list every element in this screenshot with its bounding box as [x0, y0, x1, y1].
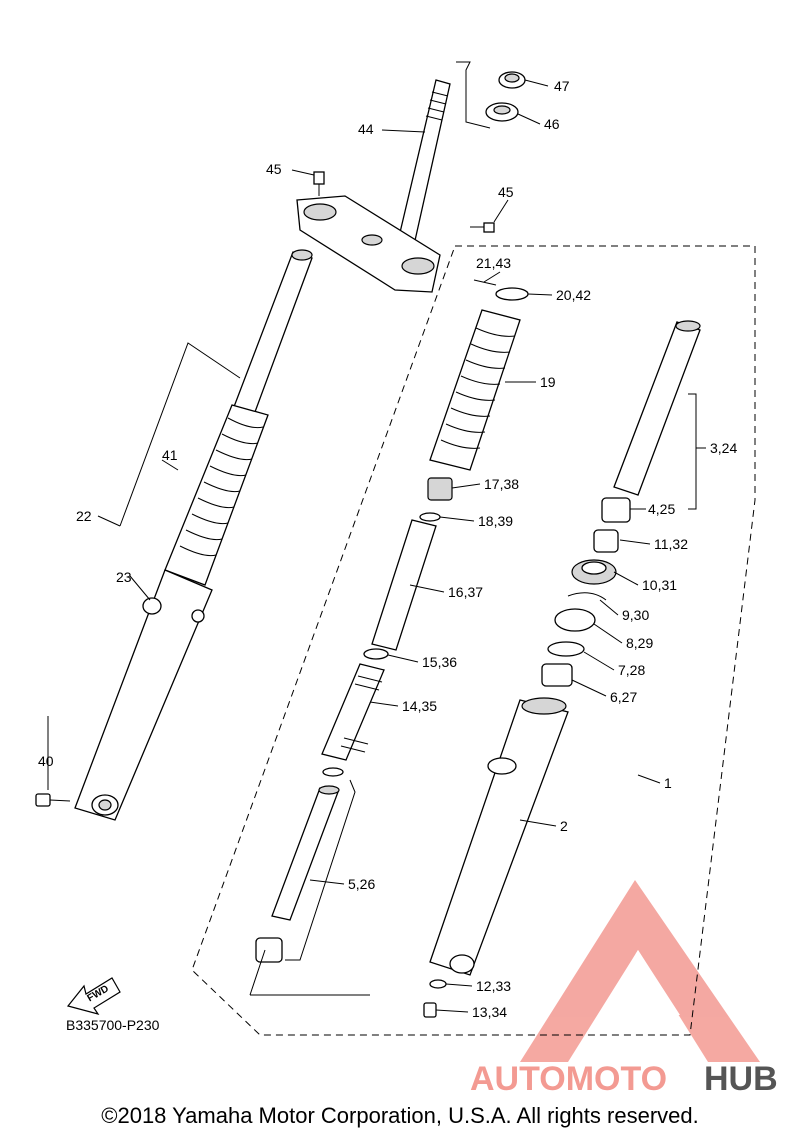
callout-labels: 47 46 44 45 45 21,43 20,42 19 17,38 18,3…	[38, 78, 737, 1020]
callout-23: 23	[116, 569, 132, 585]
watermark-text-secondary: HUB	[704, 1060, 778, 1098]
callout-20-42: 20,42	[556, 287, 591, 303]
callout-15-36: 15,36	[422, 654, 457, 670]
callout-7-28: 7,28	[618, 662, 645, 678]
assembly-1-outline	[191, 245, 756, 1036]
steering-stem	[296, 61, 526, 293]
callout-1: 1	[664, 775, 672, 791]
callout-21-43: 21,43	[476, 255, 511, 271]
callout-45-upper: 45	[266, 161, 282, 177]
diagram-code: B335700-P230	[66, 1017, 160, 1033]
internal-parts	[249, 279, 529, 996]
callout-13-34: 13,34	[472, 1004, 507, 1020]
callout-8-29: 8,29	[626, 635, 653, 651]
callout-22: 22	[76, 508, 92, 524]
callout-41: 41	[162, 447, 178, 463]
copyright-notice: ©2018 Yamaha Motor Corporation, U.S.A. A…	[101, 1103, 699, 1128]
callout-40: 40	[38, 753, 54, 769]
callout-18-39: 18,39	[478, 513, 513, 529]
inner-tube-parts	[423, 320, 701, 1018]
callout-47: 47	[554, 78, 570, 94]
watermark-logo	[520, 880, 760, 1062]
callout-44: 44	[358, 121, 374, 137]
callout-17-38: 17,38	[484, 476, 519, 492]
callout-11-32: 11,32	[654, 536, 688, 552]
callout-16-37: 16,37	[448, 584, 483, 600]
callout-3-24: 3,24	[710, 440, 737, 456]
callout-19: 19	[540, 374, 556, 390]
fwd-arrow: FWD	[66, 977, 121, 1015]
callout-5-26: 5,26	[348, 876, 375, 892]
callout-10-31: 10,31	[642, 577, 677, 593]
leader-lines	[47, 79, 706, 1013]
callout-2: 2	[560, 818, 568, 834]
callout-4-25: 4,25	[648, 501, 675, 517]
callout-6-27: 6,27	[610, 689, 637, 705]
assembled-fork	[35, 249, 313, 821]
callout-45-right: 45	[498, 184, 514, 200]
callout-46: 46	[544, 116, 560, 132]
callout-12-33: 12,33	[476, 978, 511, 994]
callout-9-30: 9,30	[622, 607, 649, 623]
callout-14-35: 14,35	[402, 698, 437, 714]
watermark-text-primary: AUTOMOTO	[470, 1060, 667, 1098]
